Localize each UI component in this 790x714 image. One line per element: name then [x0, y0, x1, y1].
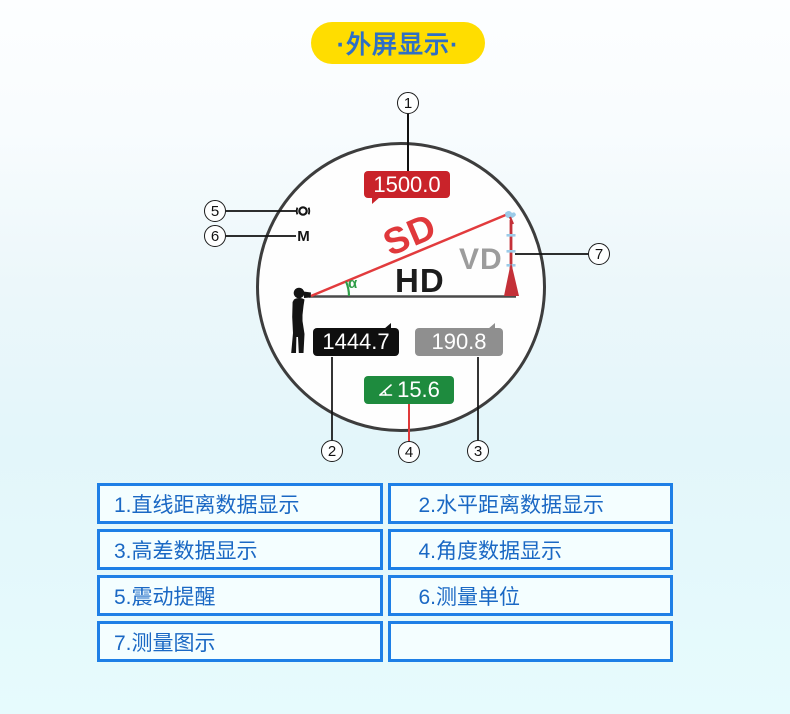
alpha-label: α — [348, 275, 358, 292]
horizontal-distance-value-box: 1444.7 — [313, 323, 399, 356]
unit-label: M — [297, 228, 310, 245]
height-difference-value-box: 190.8 — [415, 323, 503, 356]
horizontal-distance-value: 1444.7 — [322, 329, 390, 354]
straight-distance-value: 1500.0 — [373, 171, 441, 197]
callout-1: 1 — [397, 92, 419, 114]
height-difference-value: 190.8 — [431, 329, 487, 354]
vd-label: VD — [459, 243, 503, 276]
legend-cell-2: 2.水平距离数据显示 — [387, 483, 673, 524]
hd-label: HD — [395, 262, 445, 299]
legend-cell-7: 7.测量图示 — [97, 621, 383, 662]
angle-value-box: 15.6 — [364, 376, 454, 404]
legend-cell-5: 5.震动提醒 — [97, 575, 383, 616]
straight-distance-value-box: 1500.0 — [364, 171, 450, 204]
vibration-icon — [295, 206, 311, 216]
callout-5: 5 — [204, 200, 226, 222]
callout-6: 6 — [204, 225, 226, 247]
callout-7: 7 — [588, 243, 610, 265]
callout-3: 3 — [467, 440, 489, 462]
callout-2: 2 — [321, 440, 343, 462]
legend-cell-3: 3.高差数据显示 — [97, 529, 383, 570]
legend-cell-6: 6.测量单位 — [387, 575, 673, 616]
legend-table: 1.直线距离数据显示 2.水平距离数据显示 3.高差数据显示 4.角度数据显示 … — [97, 483, 673, 662]
legend-cell-empty — [387, 621, 673, 662]
section-title-badge: ·外屏显示· — [311, 22, 485, 64]
angle-icon — [379, 384, 393, 396]
angle-value: 15.6 — [397, 377, 440, 402]
flagstick-icon — [504, 211, 519, 296]
legend-cell-1: 1.直线距离数据显示 — [97, 483, 383, 524]
golfer-silhouette-icon — [291, 287, 311, 353]
legend-cell-4: 4.角度数据显示 — [387, 529, 673, 570]
callout-4: 4 — [398, 441, 420, 463]
